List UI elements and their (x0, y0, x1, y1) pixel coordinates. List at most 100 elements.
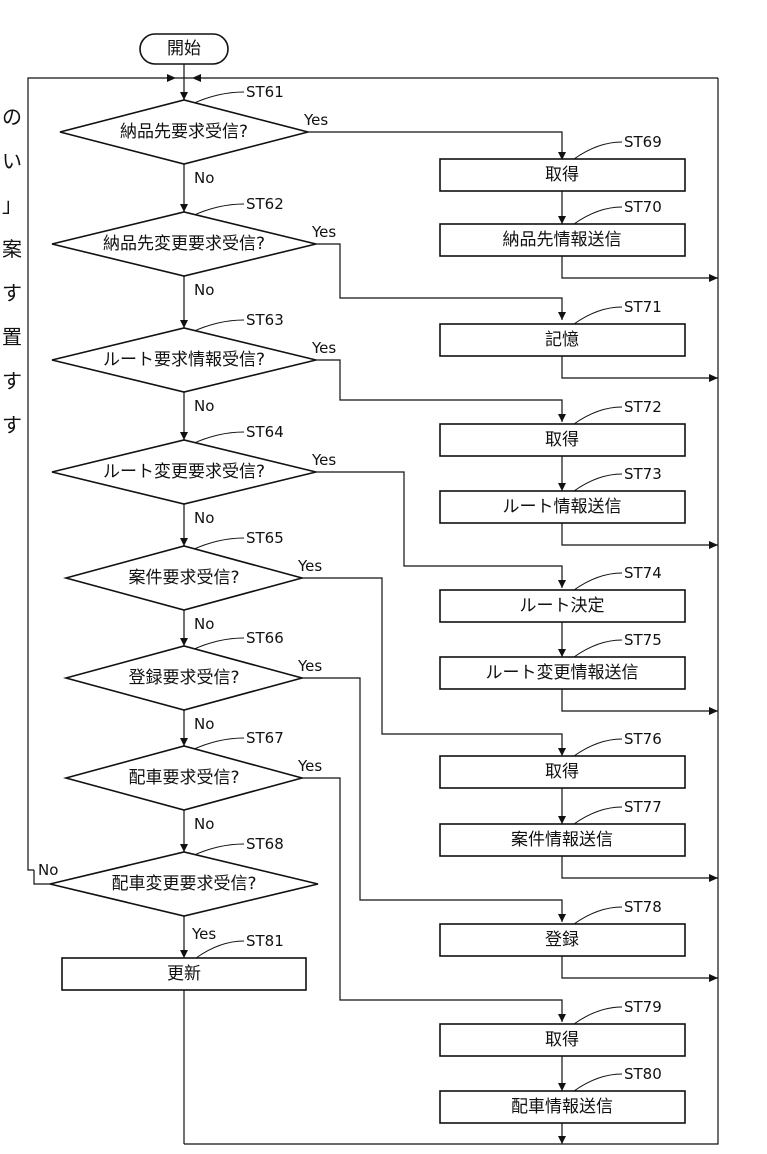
arrowhead (709, 541, 718, 549)
connector-line (302, 678, 562, 922)
arrowhead (558, 1083, 566, 1091)
step-number: ST68 (246, 835, 284, 853)
decision-label: 配車要求受信? (128, 768, 239, 788)
no-label: No (194, 715, 214, 733)
no-label: No (194, 509, 214, 527)
no-label: No (194, 281, 214, 299)
arrowhead (192, 74, 201, 82)
arrowhead (558, 312, 566, 320)
process-label: ルート変更情報送信 (486, 663, 639, 683)
process-label: 案件情報送信 (511, 830, 613, 850)
step-leader-line (192, 844, 244, 856)
yes-label: Yes (297, 557, 322, 575)
arrowhead (558, 1136, 566, 1144)
no-label-loop: No (38, 861, 58, 879)
arrowhead (180, 950, 188, 958)
step-number: ST63 (246, 311, 284, 329)
yes-label: Yes (311, 339, 336, 357)
process-label: 取得 (545, 430, 579, 450)
no-label: No (194, 397, 214, 415)
yes-label: Yes (297, 657, 322, 675)
step-leader-line (192, 738, 244, 750)
connector-line (562, 356, 718, 378)
process-label: 取得 (545, 165, 579, 185)
yes-label: Yes (311, 223, 336, 241)
step-leader-line (192, 204, 244, 216)
step-number: ST67 (246, 729, 284, 747)
step-number: ST80 (624, 1065, 662, 1083)
yes-label: Yes (311, 451, 336, 469)
connector-line (316, 360, 562, 422)
step-number: ST62 (246, 195, 284, 213)
step-number: ST64 (246, 423, 284, 441)
process-label: 納品先情報送信 (503, 230, 622, 250)
step-leader-line (196, 941, 244, 958)
arrowhead (709, 707, 718, 715)
step-number: ST70 (624, 198, 662, 216)
step-number: ST65 (246, 529, 284, 547)
connector-line (308, 132, 562, 160)
step-number: ST78 (624, 898, 662, 916)
step-leader-line (574, 307, 622, 324)
connector-line (562, 523, 718, 545)
step-number: ST74 (624, 564, 662, 582)
arrowhead (709, 274, 718, 282)
step-number: ST79 (624, 998, 662, 1016)
yes-label: Yes (191, 925, 216, 943)
step-number: ST66 (246, 629, 284, 647)
no-label: No (194, 615, 214, 633)
step-number: ST73 (624, 465, 662, 483)
decision-label: ルート要求情報受信? (103, 350, 265, 370)
step-leader-line (192, 320, 244, 332)
decision-label: ルート変更要求受信? (103, 462, 265, 482)
no-label: No (194, 169, 214, 187)
arrowhead (709, 874, 718, 882)
connector-line (562, 956, 718, 978)
arrowhead (558, 914, 566, 922)
step-leader-line (574, 207, 622, 224)
step-leader-line (574, 640, 622, 657)
step-leader-line (192, 92, 244, 104)
step-leader-line (574, 407, 622, 424)
connector-line (562, 256, 718, 278)
connector-line (562, 689, 718, 711)
step-number: ST69 (624, 133, 662, 151)
arrowhead (180, 320, 188, 328)
step-number: ST61 (246, 83, 284, 101)
decision-label: 納品先変更要求受信? (103, 234, 265, 254)
connector-line (562, 856, 718, 878)
arrowhead (180, 844, 188, 852)
step-leader-line (574, 573, 622, 590)
arrowhead (709, 374, 718, 382)
process-label: 記憶 (545, 330, 579, 350)
arrowhead (180, 538, 188, 546)
decision-label: 納品先要求受信? (120, 122, 248, 142)
yes-label: Yes (303, 111, 328, 129)
arrowhead (709, 974, 718, 982)
step-leader-line (192, 432, 244, 444)
step-number: ST72 (624, 398, 662, 416)
process-label: 更新 (167, 964, 201, 984)
decision-label: 案件要求受信? (128, 568, 239, 588)
process-label: ルート情報送信 (503, 497, 622, 517)
step-number: ST71 (624, 298, 662, 316)
arrowhead (167, 74, 176, 82)
step-leader-line (574, 142, 622, 159)
step-number: ST81 (246, 932, 284, 950)
arrowhead (558, 216, 566, 224)
arrowhead (558, 483, 566, 491)
arrowhead (180, 92, 188, 100)
step-leader-line (574, 907, 622, 924)
arrowhead (180, 204, 188, 212)
step-leader-line (192, 638, 244, 650)
step-leader-line (574, 807, 622, 824)
step-leader-line (192, 538, 244, 550)
decision-label: 配車変更要求受信? (111, 874, 256, 894)
process-label: 取得 (545, 1030, 579, 1050)
yes-label: Yes (297, 757, 322, 775)
decision-label: 登録要求受信? (128, 668, 239, 688)
arrowhead (180, 738, 188, 746)
step-number: ST77 (624, 798, 662, 816)
process-label: ルート決定 (520, 596, 605, 616)
